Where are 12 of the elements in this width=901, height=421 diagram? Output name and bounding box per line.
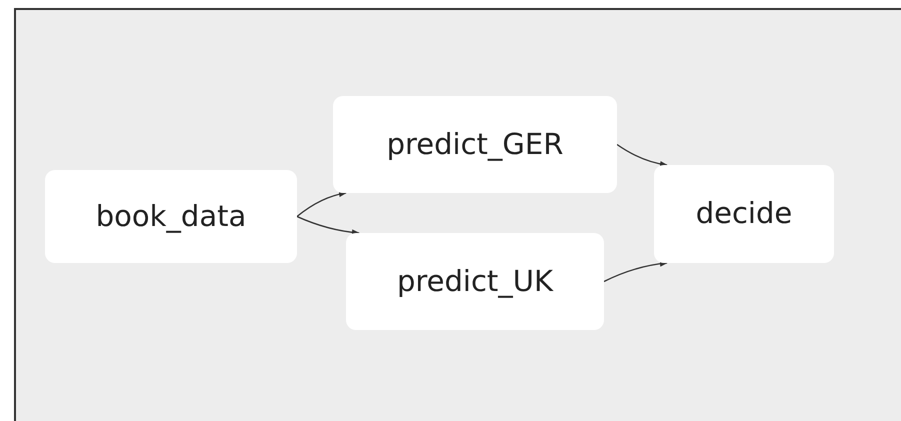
process-box (45, 170, 297, 263)
arrow (296, 191, 347, 218)
arrow (604, 260, 668, 282)
process-box (333, 96, 617, 193)
process-box (654, 165, 834, 263)
arrow (616, 144, 668, 168)
node-label: predict_GER (386, 126, 564, 163)
node-label: book_data (96, 198, 246, 235)
node-label: decide (696, 195, 792, 232)
node-label: predict_UK (396, 262, 554, 300)
arrow (296, 216, 360, 236)
process-box (346, 233, 604, 330)
